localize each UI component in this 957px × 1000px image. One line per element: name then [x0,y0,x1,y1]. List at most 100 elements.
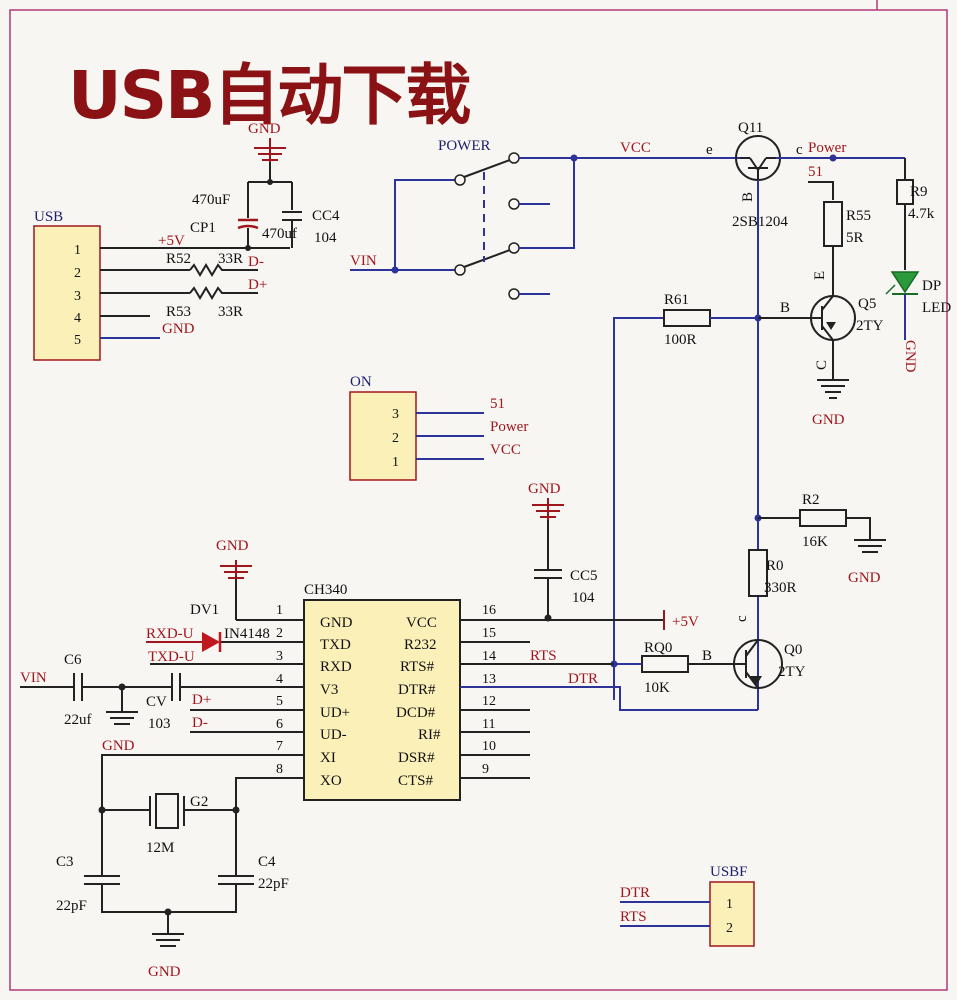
led-icon [890,271,920,294]
r55-value: 5R [846,230,864,246]
svg-text:10: 10 [482,739,496,754]
svg-text:XI: XI [320,750,336,766]
gnd-led: GND [902,340,918,373]
svg-text:15: 15 [482,626,496,641]
net-txd-u: TXD-U [148,649,195,665]
gnd-symbol: GND [848,539,886,586]
r9-value: 4.7k [908,206,935,222]
r0-resistor [748,549,768,597]
svg-text:16: 16 [482,603,496,618]
q11-e: e [706,142,713,158]
net-dplus-ch340: D+ [192,692,211,708]
svg-text:6: 6 [276,717,283,732]
svg-text:V3: V3 [320,682,338,698]
r53-ref: R53 [166,304,191,320]
g2-ref: G2 [190,794,208,810]
net-dtr: DTR [568,671,598,687]
q11-b: B [740,192,756,202]
usb-pins: 1 2 3 4 5 [74,243,81,348]
crystal-icon [155,793,179,829]
g2-value: 12M [146,840,174,856]
svg-text:9: 9 [482,762,489,777]
net-vin-c6: VIN [20,670,47,686]
svg-text:12: 12 [482,694,496,709]
r52-ref: R52 [166,251,191,267]
svg-text:XO: XO [320,773,342,789]
net-dminus-ch340: D- [192,715,208,731]
cc4-value: 104 [314,230,337,246]
q5-value: 2TY [856,318,884,334]
cc4-ref: CC4 [312,208,340,224]
usb-connector-label: USB [34,209,63,225]
usbf-connector [709,881,755,947]
svg-text:TXD: TXD [320,637,351,653]
net-dplus: D+ [248,277,267,293]
svg-text:7: 7 [276,739,283,754]
svg-text:1: 1 [74,243,81,258]
page-title: USB自动下载 [68,57,470,134]
r61-ref: R61 [664,292,689,308]
net-plus5v-ch340: +5V [672,614,699,630]
c6-value: 22uf [64,712,92,728]
r9-ref: R9 [910,184,928,200]
c4-value: 22pF [258,876,289,892]
svg-text:1: 1 [392,455,399,470]
svg-text:GND: GND [102,738,135,754]
usbf-net-rts: RTS [620,909,647,925]
diode-icon [202,632,220,652]
r53-resistor [189,286,245,300]
net-dminus: D- [248,254,264,270]
c3-ref: C3 [56,854,74,870]
gnd-symbol: GND [102,711,138,754]
svg-text:8: 8 [276,762,283,777]
r55-resistor [823,201,843,247]
gnd-symbol: GND [812,379,849,428]
q0-value: 2TY [778,664,806,680]
net-vin: VIN [350,253,377,269]
r61-value: 100R [664,332,697,348]
dp-value: LED [922,300,951,316]
ch340-left-pins: GND TXD RXD V3 UD+ UD- XI XO 1 2 3 4 5 6… [276,603,353,789]
r53-value: 33R [218,304,243,320]
q11-value: 2SB1204 [732,214,788,230]
c4-ref: C4 [258,854,276,870]
ch340-right-pins: VCC R232 RTS# DTR# DCD# RI# DSR# CTS# 16… [396,603,496,789]
svg-text:13: 13 [482,672,496,687]
cp1-ref: CP1 [190,220,216,236]
rq0-resistor [641,655,689,673]
sheet-border [9,9,948,991]
gnd-symbol: GND [248,121,286,162]
q5-ref: Q5 [858,296,876,312]
svg-text:3: 3 [392,407,399,422]
svg-text:DSR#: DSR# [398,750,435,766]
svg-text:RXD: RXD [320,659,352,675]
net-power: Power [808,140,846,156]
r55-ref: R55 [846,208,871,224]
svg-text:5: 5 [276,694,283,709]
svg-text:DTR#: DTR# [398,682,436,698]
svg-text:RTS#: RTS# [400,659,435,675]
r52-value: 33R [218,251,243,267]
c6-ref: C6 [64,652,82,668]
svg-text:GND: GND [528,481,561,497]
usb-connector [33,225,101,361]
on-net-power: Power [490,419,528,435]
q11-c: c [796,142,803,158]
svg-text:2: 2 [74,266,81,281]
gnd-symbol: GND [528,481,564,520]
svg-text:UD-: UD- [320,727,347,743]
svg-text:CTS#: CTS# [398,773,434,789]
svg-text:3: 3 [74,289,81,304]
svg-text:2: 2 [726,921,733,936]
r61-resistor [663,309,711,327]
dv1-value: IN4148 [224,626,270,642]
svg-text:UD+: UD+ [320,705,350,721]
svg-text:3: 3 [276,649,283,664]
cc4-value2: 470uf [262,226,297,242]
svg-text:4: 4 [276,672,283,687]
r2-value: 16K [802,534,828,550]
q5-b: B [780,300,790,316]
net-rts: RTS [530,648,557,664]
r52-resistor [189,263,245,277]
dv1-ref: DV1 [190,602,219,618]
